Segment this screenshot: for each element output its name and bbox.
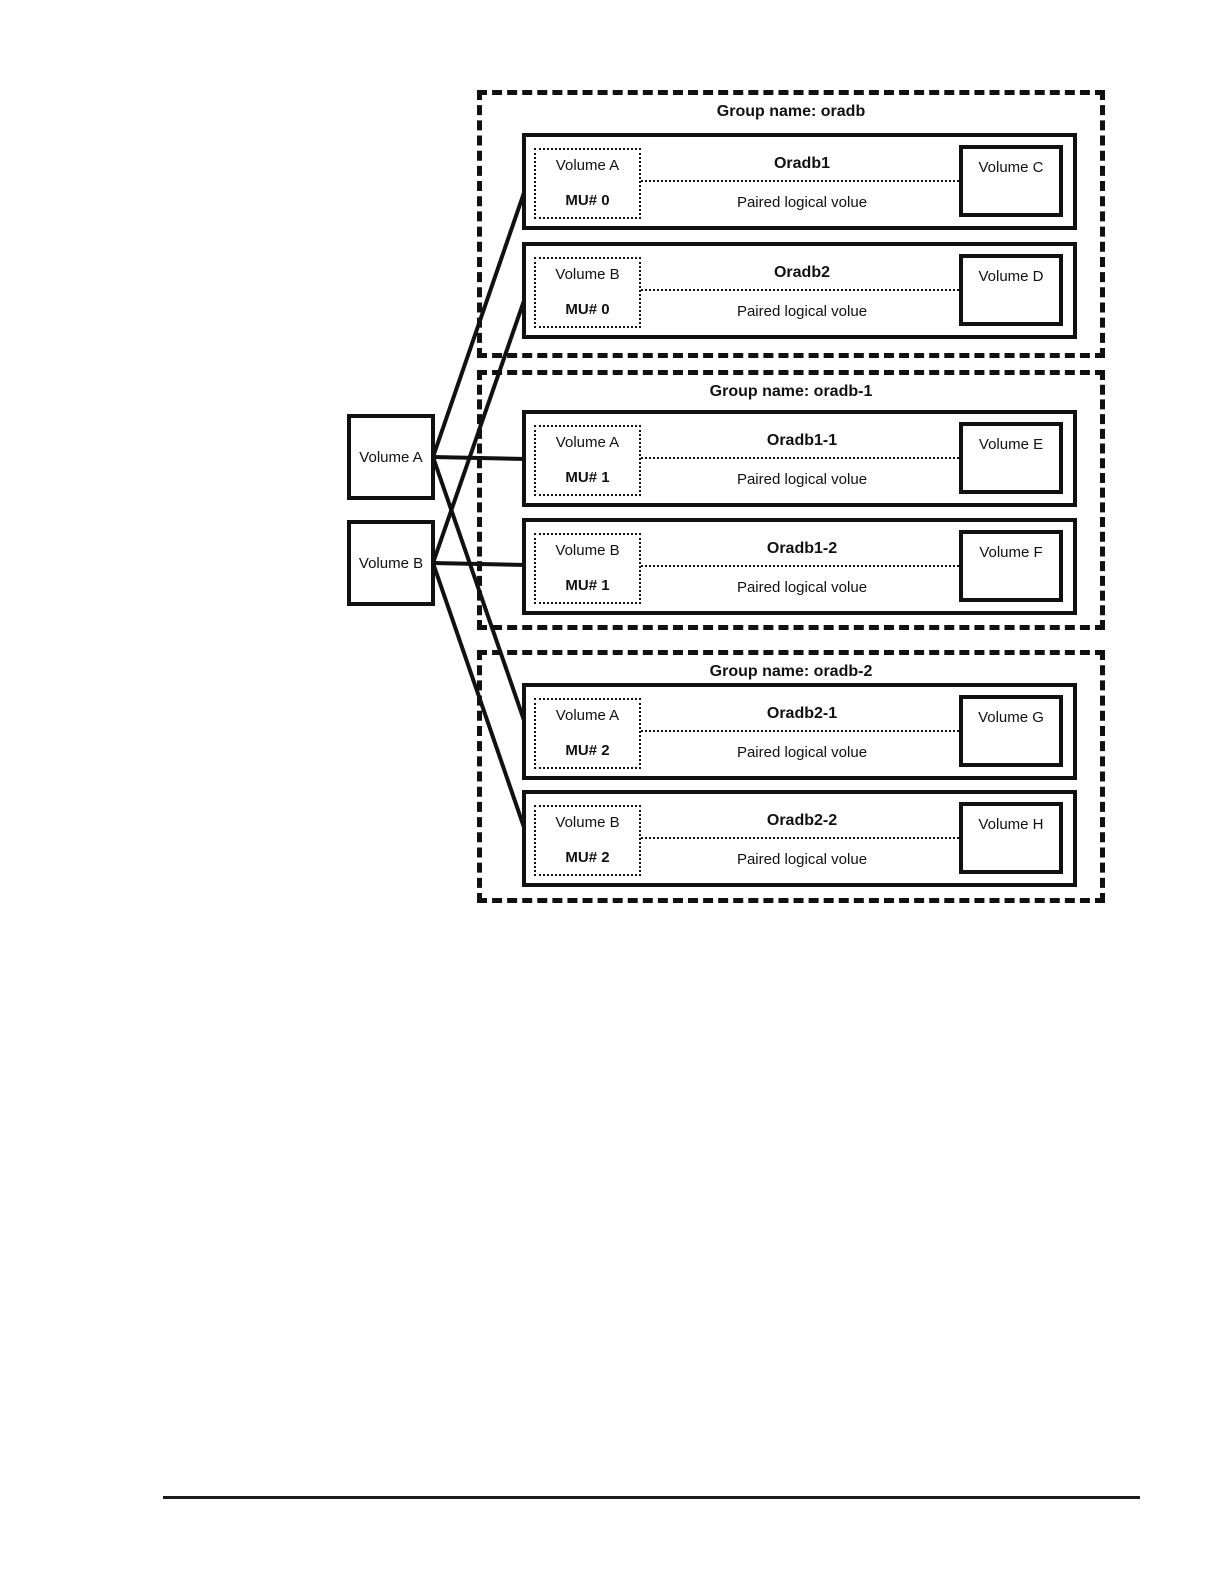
- pair-connector-dotted-line: [641, 837, 963, 839]
- target-volume-label: Volume H: [978, 816, 1044, 833]
- pair-caption: Paired logical volue: [736, 303, 868, 320]
- pair-box-oradb1-2: Volume B MU# 1 Oradb1-2 Paired logical v…: [522, 518, 1077, 615]
- target-volume-box: Volume C: [959, 145, 1063, 217]
- pair-source-box: Volume B MU# 1: [534, 533, 641, 604]
- pair-caption: Paired logical volue: [736, 194, 868, 211]
- target-volume-box: Volume G: [959, 695, 1063, 767]
- footer-rule: [163, 1496, 1140, 1499]
- group-title: Group name: oradb-2: [709, 663, 873, 680]
- source-volume-b-box: Volume B: [347, 520, 435, 606]
- target-volume-box: Volume H: [959, 802, 1063, 874]
- pair-caption: Paired logical volue: [736, 744, 868, 761]
- pair-caption: Paired logical volue: [736, 579, 868, 596]
- pair-name: Oradb1: [773, 155, 830, 172]
- pair-name: Oradb1-1: [766, 432, 838, 449]
- target-volume-label: Volume D: [978, 268, 1044, 285]
- pair-source-box: Volume A MU# 2: [534, 698, 641, 769]
- pair-mu-label: MU# 2: [565, 742, 610, 759]
- pair-name: Oradb2: [773, 264, 830, 281]
- pair-connector-dotted-line: [641, 565, 963, 567]
- group-oradb-1: Group name: oradb-1 Volume A MU# 1 Oradb…: [477, 370, 1105, 630]
- pair-caption: Paired logical volue: [736, 851, 868, 868]
- pair-mu-label: MU# 2: [565, 849, 610, 866]
- pair-mu-label: MU# 0: [565, 192, 610, 209]
- pair-connector-dotted-line: [641, 457, 963, 459]
- pair-name: Oradb1-2: [766, 540, 838, 557]
- group-oradb: Group name: oradb Volume A MU# 0 Oradb1 …: [477, 90, 1105, 358]
- source-volume-a-label: Volume A: [359, 448, 423, 466]
- pair-source-box: Volume A MU# 0: [534, 148, 641, 219]
- source-volume-b-label: Volume B: [358, 554, 424, 572]
- pair-source-label: Volume B: [555, 542, 620, 559]
- pair-box-oradb2: Volume B MU# 0 Oradb2 Paired logical vol…: [522, 242, 1077, 339]
- target-volume-box: Volume F: [959, 530, 1063, 602]
- pair-connector-dotted-line: [641, 180, 963, 182]
- pair-source-label: Volume B: [555, 814, 620, 831]
- pair-source-label: Volume A: [555, 434, 620, 451]
- pair-source-box: Volume B MU# 2: [534, 805, 641, 876]
- target-volume-label: Volume F: [979, 544, 1043, 561]
- pair-source-label: Volume B: [555, 266, 620, 283]
- pair-box-oradb1: Volume A MU# 0 Oradb1 Paired logical vol…: [522, 133, 1077, 230]
- pair-box-oradb2-1: Volume A MU# 2 Oradb2-1 Paired logical v…: [522, 683, 1077, 780]
- target-volume-label: Volume G: [978, 709, 1044, 726]
- group-title: Group name: oradb-1: [709, 383, 873, 400]
- target-volume-box: Volume D: [959, 254, 1063, 326]
- pair-connector-dotted-line: [641, 289, 963, 291]
- pair-connector-dotted-line: [641, 730, 963, 732]
- target-volume-label: Volume E: [978, 436, 1044, 453]
- target-volume-box: Volume E: [959, 422, 1063, 494]
- pair-source-label: Volume A: [555, 157, 620, 174]
- pair-name: Oradb2-1: [766, 705, 838, 722]
- pair-mu-label: MU# 1: [565, 577, 610, 594]
- group-oradb-2: Group name: oradb-2 Volume A MU# 2 Oradb…: [477, 650, 1105, 903]
- pair-box-oradb1-1: Volume A MU# 1 Oradb1-1 Paired logical v…: [522, 410, 1077, 507]
- pair-box-oradb2-2: Volume B MU# 2 Oradb2-2 Paired logical v…: [522, 790, 1077, 887]
- pair-source-box: Volume B MU# 0: [534, 257, 641, 328]
- pair-source-label: Volume A: [555, 707, 620, 724]
- group-title: Group name: oradb: [716, 103, 866, 120]
- pair-source-box: Volume A MU# 1: [534, 425, 641, 496]
- pair-caption: Paired logical volue: [736, 471, 868, 488]
- pair-mu-label: MU# 0: [565, 301, 610, 318]
- target-volume-label: Volume C: [978, 159, 1044, 176]
- source-volume-a-box: Volume A: [347, 414, 435, 500]
- pair-mu-label: MU# 1: [565, 469, 610, 486]
- pair-name: Oradb2-2: [766, 812, 838, 829]
